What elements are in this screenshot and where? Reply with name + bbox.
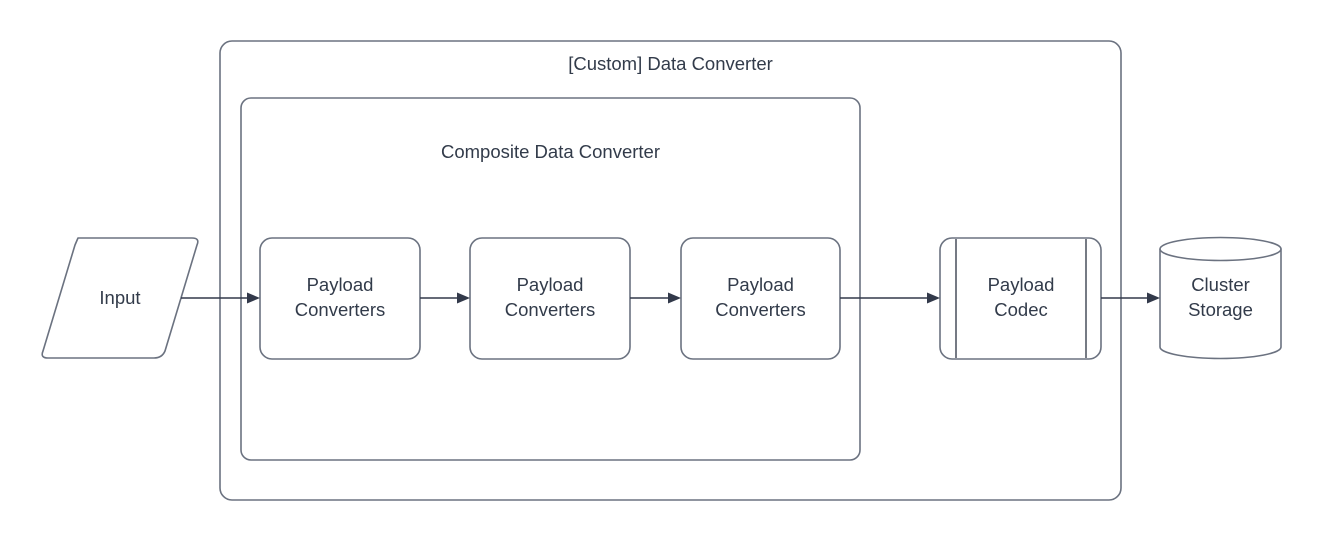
node-payload-converters-1-shape[interactable]	[259, 237, 421, 360]
connector-pc2-to-pc3-arrowhead	[668, 292, 681, 304]
node-payload-converters-2-shape[interactable]	[469, 237, 631, 360]
connector-input-to-pc1-arrowhead	[247, 292, 260, 304]
node-cluster-storage-body[interactable]	[1159, 248, 1282, 360]
connector-pc1-to-pc2-arrowhead	[457, 292, 470, 304]
node-payload-codec-shape[interactable]	[939, 237, 1102, 360]
node-cluster-storage-top	[1159, 236, 1282, 262]
connector-codec-to-storage-arrowhead	[1147, 292, 1160, 304]
connector-pc3-to-codec-arrowhead	[927, 292, 940, 304]
node-payload-converters-3-shape[interactable]	[680, 237, 841, 360]
node-input-shape[interactable]	[41, 237, 199, 359]
